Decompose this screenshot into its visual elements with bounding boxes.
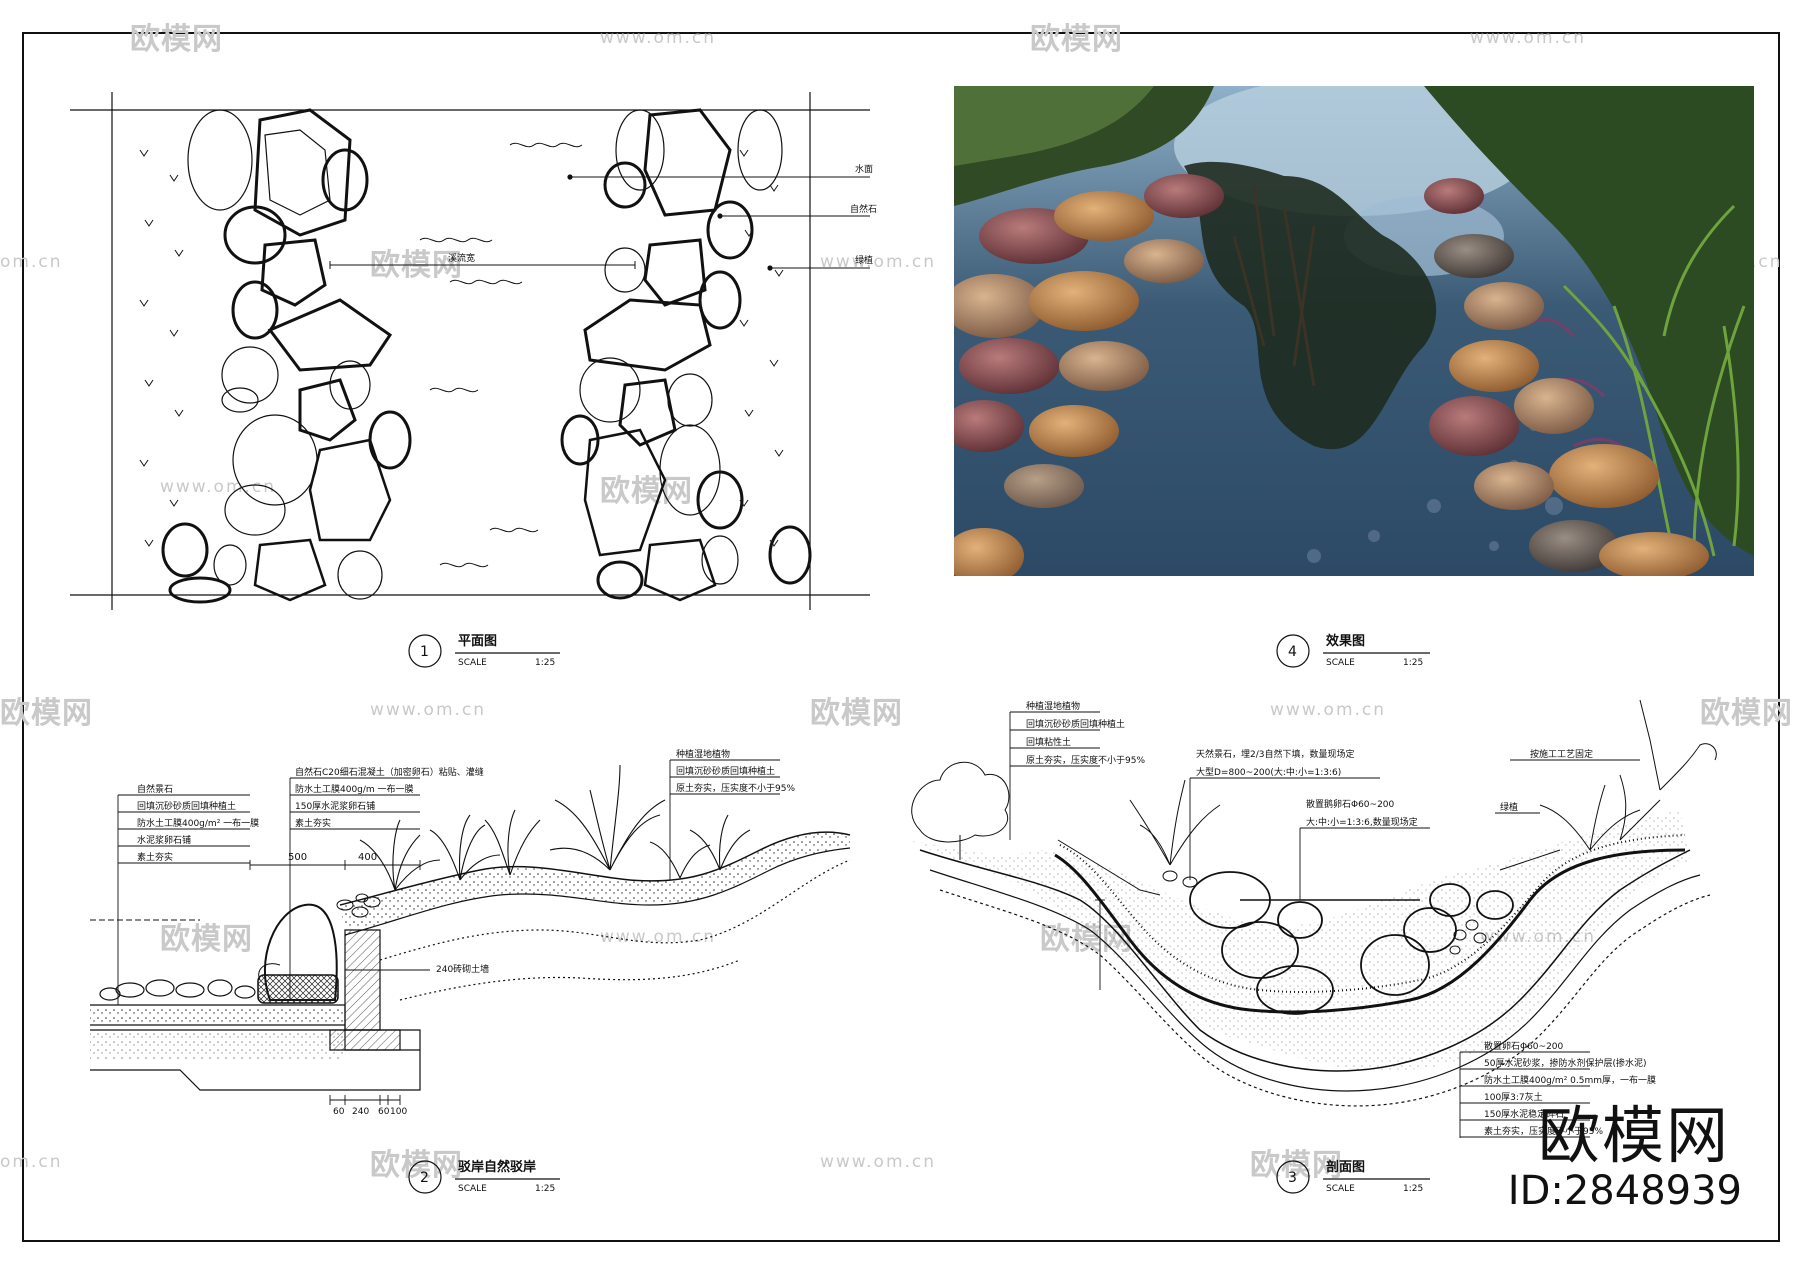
watermark-url: www.om.cn [1470,28,1587,48]
section-note-bottom-3: 防水土工膜400g/m² 0.5mm厚，一布一膜 [1484,1074,1656,1086]
title-3-name: 剖面图 [1326,1159,1365,1175]
bank-note-left-4: 水泥浆卵石铺 [137,834,191,846]
section-note-bottom-4: 100厚3:7灰土 [1484,1091,1543,1103]
watermark-url: om.cn [0,252,63,272]
bank-note-mid-1: 自然石C20细石混凝土（加密卵石）粘贴、灌缝 [295,766,484,778]
title-1-scale-value: 1:25 [535,658,555,668]
bank-note-left-2: 回填沉砂砂质回填种植土 [137,800,236,812]
section-note-bottom-5: 150厚水泥稳定碎石 [1484,1108,1564,1120]
title-block-2 [408,1160,560,1194]
title-2-scale-value: 1:25 [535,1184,555,1194]
title-1-number: 1 [420,644,429,660]
bank-note-left-5: 素土夯实 [137,851,173,863]
section-note-left-3: 回填粘性土 [1026,736,1071,748]
title-block-4 [1276,634,1430,668]
watermark-url: om.cn [0,1152,63,1172]
plan-view [70,92,870,610]
grass-symbols [139,149,784,547]
bank-section [90,759,851,1105]
bank-note-right-2: 回填沉砂砂质回填种植土 [676,765,775,777]
watermark-url: www.om.cn [370,700,487,720]
plan-callout-plant: 绿植 [855,254,873,266]
section-note-bottom-2: 50厚水泥砂浆，掺防水剂保护层(掺水泥) [1484,1057,1646,1069]
title-4-scale-value: 1:25 [1403,658,1423,668]
watermark-logo: 欧模网 [0,696,93,731]
section-note-bottom-6: 素土夯实，压实度不小于95% [1484,1125,1603,1137]
watermark-logo: 欧模网 [810,696,903,731]
watermark-logo: 欧模网 [1250,1148,1343,1183]
bank-dim-b2: 240 [352,1107,369,1117]
bank-note-mid-4: 素土夯实 [295,817,331,829]
watermark-logo: 欧模网 [1700,696,1793,731]
left-stone-band [161,108,412,604]
section-plants [911,699,1717,866]
watermark-logo: 欧模网 [370,1148,463,1183]
bank-note-mid-2: 防水土工膜400g/m 一布一膜 [295,783,414,795]
title-3-number: 3 [1288,1170,1297,1186]
stream-section [910,699,1717,1138]
title-2-scale-label: SCALE [458,1184,487,1194]
title-1-name: 平面图 [458,634,497,649]
bank-dim-b3: 60 [378,1107,390,1117]
bank-note-left-1: 自然景石 [137,783,173,795]
watermark-url: www.om.cn [820,1152,937,1172]
rendering-photo [954,86,1754,576]
bank-dim-b4: 100 [390,1107,407,1117]
brand-id: ID:2848939 [1507,1168,1742,1214]
bank-dim-b1: 60 [333,1107,345,1117]
title-1-scale-label: SCALE [458,658,487,668]
bank-dim-500: 500 [288,852,307,863]
section-note-pebbles-2: 大:中:小=1:3:6,数量现场定 [1306,816,1418,828]
right-stone-band [560,108,812,602]
bank-note-left-3: 防水土工膜400g/m² 一布一膜 [137,817,259,829]
watermark-logo: 欧模网 [130,22,223,57]
section-note-bottom-1: 散置卵石Φ60~200 [1484,1040,1564,1052]
section-note-left-4: 原土夯实，压实度不小于95% [1026,754,1145,766]
plan-callout-water: 水面 [855,163,873,175]
wetland-plants [359,764,751,891]
bank-note-right-3: 原土夯实，压实度不小于95% [676,782,795,794]
watermark-url: www.om.cn [1270,700,1387,720]
watermark-logo: 欧模网 [1030,22,1123,57]
section-note-plant: 绿植 [1500,801,1518,813]
watermark-url: www.om.cn [600,927,717,947]
brand-logo-text: 欧模网 [1537,1099,1730,1172]
section-note-pebbles-1: 散置鹅卵石Φ60~200 [1306,798,1395,810]
plan-dim-label: 溪流宽 [448,252,475,264]
title-4-number: 4 [1288,644,1297,660]
plan-callout-stone: 自然石 [850,203,877,215]
bank-wall-label: 240砖砌土墙 [436,963,489,975]
title-3-scale-value: 1:25 [1403,1184,1423,1194]
title-3-scale-label: SCALE [1326,1184,1355,1194]
bank-note-mid-3: 150厚水泥浆卵石铺 [295,800,375,812]
watermark-logo: 欧模网 [160,922,253,957]
water-symbols [419,142,583,568]
title-block-1 [408,634,560,668]
watermark-url: www.om.cn [600,28,717,48]
section-note-stones-1: 天然景石，埋2/3自然下填，数量现场定 [1196,748,1355,760]
drawing-sheet-border [22,32,1780,1242]
bank-dim-400: 400 [358,852,377,863]
title-4-scale-label: SCALE [1326,658,1355,668]
watermark-url: www.om.cn [820,252,937,272]
natural-stones [1189,871,1514,1015]
section-note-top-right: 按施工工艺固定 [1530,748,1593,760]
title-2-name: 驳岸自然驳岸 [458,1159,536,1175]
section-note-left-2: 回填沉砂砂质回填种植土 [1026,718,1125,730]
section-note-left-1: 种植湿地植物 [1026,700,1080,712]
bank-note-right-1: 种植湿地植物 [676,748,730,760]
watermark-logo: 欧模网 [600,474,693,509]
title-block-3 [1276,1160,1430,1194]
title-4-name: 效果图 [1326,633,1365,649]
title-2-number: 2 [420,1170,429,1186]
section-note-stones-2: 大型D=800~200(大:中:小=1:3:6) [1196,766,1341,778]
